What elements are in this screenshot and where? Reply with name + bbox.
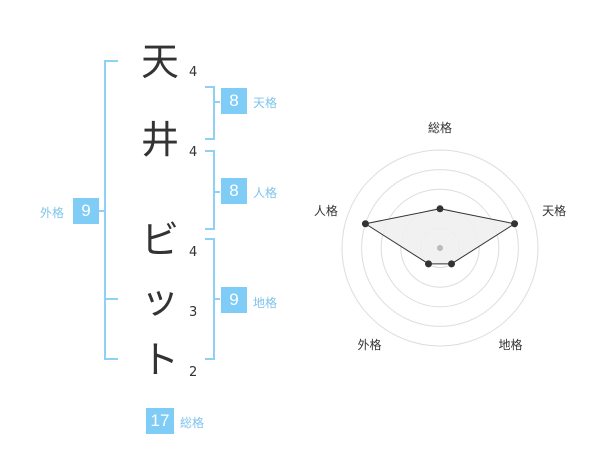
stroke-count-2: 4	[189, 145, 198, 160]
radar-ring-3	[380, 188, 500, 308]
chikaku-label: 地格	[253, 296, 278, 310]
stroke-count-3: 4	[189, 245, 198, 260]
radar-axis-label-5: 人格	[314, 203, 338, 218]
radar-axis-label-3: 地格	[499, 337, 523, 352]
jinkaku-label: 人格	[253, 186, 278, 200]
tenkaku-bracket	[205, 86, 215, 140]
chikaku-value-badge: 9	[221, 287, 247, 313]
soukaku-label: 総格	[180, 416, 205, 430]
name-char-3: ビ	[140, 218, 179, 262]
radar-axis-label-1: 総格	[428, 120, 452, 135]
name-char-1: 天	[140, 40, 179, 84]
name-char-5: ト	[140, 338, 179, 382]
tenkaku-value-badge: 8	[221, 88, 247, 114]
name-char-4: ッ	[140, 278, 179, 322]
radar-center-dot	[437, 245, 443, 251]
gaikaku-bracket	[104, 60, 118, 360]
stroke-count-4: 3	[189, 305, 198, 320]
gaikaku-tick	[99, 210, 105, 212]
radar-axis-label-2: 天格	[542, 203, 566, 218]
jinkaku-bracket	[205, 150, 215, 230]
name-char-2: 井	[140, 118, 179, 162]
jinkaku-tick	[215, 191, 220, 193]
chikaku-bracket	[205, 238, 215, 360]
radar-point-2	[511, 220, 519, 228]
radar-point-1	[436, 205, 444, 213]
gaikaku-value-badge: 9	[73, 198, 99, 224]
radar-point-5	[361, 220, 369, 228]
gaikaku-label: 外格	[40, 206, 65, 220]
stroke-count-1: 4	[189, 65, 198, 80]
tenkaku-tick	[215, 101, 220, 103]
radar-ring-4	[361, 169, 519, 327]
radar-polygon	[364, 208, 516, 265]
gaikaku-inner-tick	[104, 298, 118, 300]
tenkaku-label: 天格	[253, 96, 278, 110]
soukaku-value-badge: 17	[146, 408, 174, 434]
radar-point-3	[448, 260, 456, 268]
radar-axis-label-4: 外格	[357, 337, 381, 352]
stroke-count-5: 2	[189, 365, 198, 380]
radar-ring-5	[341, 149, 539, 347]
jinkaku-value-badge: 8	[221, 178, 247, 204]
chikaku-tick	[215, 298, 220, 300]
radar-point-4	[424, 260, 432, 268]
